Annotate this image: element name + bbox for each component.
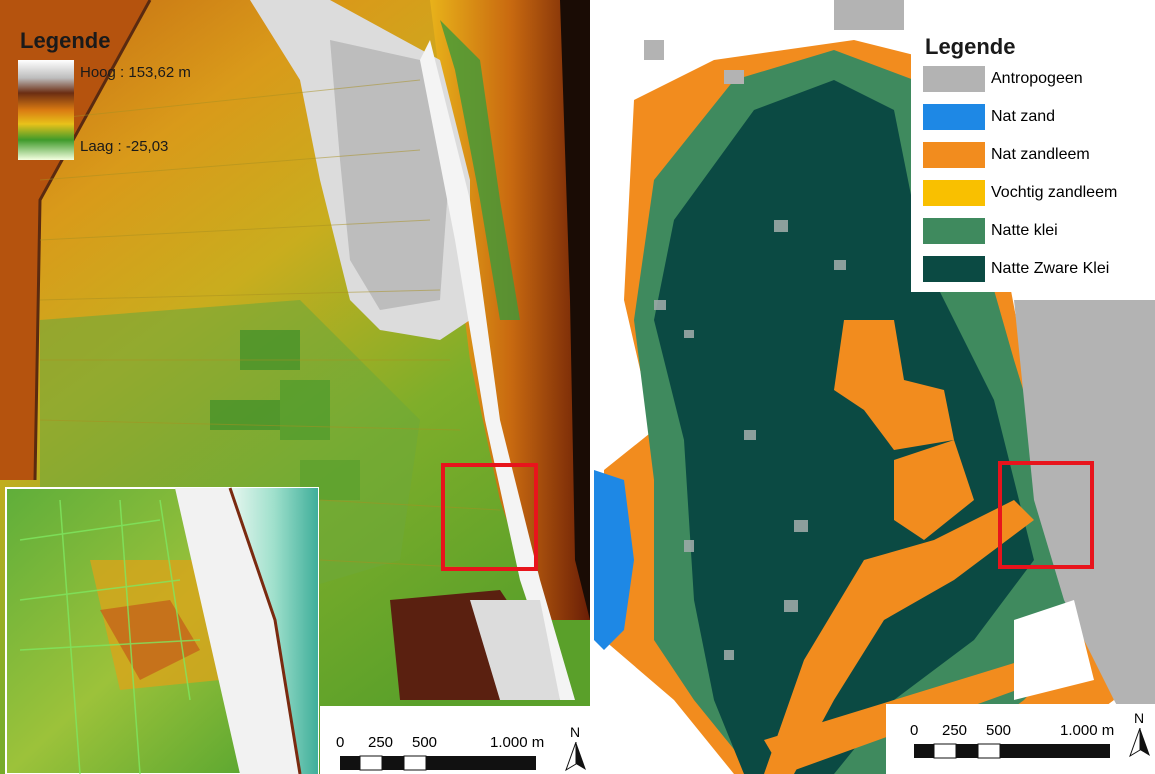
elevation-map — [0, 0, 590, 774]
legend-title: Legende — [20, 28, 111, 53]
soil-map — [594, 0, 1155, 774]
elevation-map-panel: Legende Hoog : 153,62 m Laag : -25,03 0 … — [0, 0, 590, 774]
legend-low-label: Laag : -25,03 — [80, 138, 169, 155]
focus-rectangle — [441, 463, 538, 571]
scale-tick-500: 500 — [986, 722, 1012, 739]
soil-map-panel: Legende Antropogeen Nat zand Nat zandlee… — [594, 0, 1155, 774]
legend-swatch-vochtig-zandleem — [923, 180, 985, 206]
legend-label-natte-klei: Natte klei — [991, 222, 1058, 239]
scale-tick-500: 500 — [412, 734, 438, 751]
legend-label-antropogeen: Antropogeen — [991, 70, 1083, 87]
focus-rectangle — [998, 461, 1094, 569]
legend-label-natte-zware-klei: Natte Zware Klei — [991, 260, 1110, 277]
legend-swatch-natte-klei — [923, 218, 985, 244]
north-arrow-icon — [1129, 728, 1150, 758]
scale-tick-1000: 1.000 m — [490, 734, 545, 751]
north-label: N — [570, 724, 581, 740]
north-label: N — [1134, 710, 1145, 726]
legend-high-label: Hoog : 153,62 m — [80, 64, 191, 81]
right-scale-bar: 0 250 500 1.000 m N — [886, 704, 1155, 774]
zoom-inset — [5, 487, 319, 774]
legend-swatch-nat-zandleem — [923, 142, 985, 168]
scale-tick-250: 250 — [942, 722, 968, 739]
legend-label-nat-zandleem: Nat zandleem — [991, 146, 1090, 163]
north-arrow-icon — [565, 742, 586, 772]
legend-swatch-nat-zand — [923, 104, 985, 130]
elevation-color-ramp — [18, 60, 74, 160]
scale-tick-0: 0 — [910, 722, 919, 739]
elevation-legend: Legende Hoog : 153,62 m Laag : -25,03 — [14, 26, 224, 176]
scale-bar-graphic — [914, 743, 1110, 759]
legend-label-vochtig-zandleem: Vochtig zandleem — [991, 184, 1118, 201]
legend-title: Legende — [925, 34, 1016, 59]
scale-tick-250: 250 — [368, 734, 394, 751]
left-scale-bar: 0 250 500 1.000 m N — [320, 706, 590, 774]
scale-tick-0: 0 — [336, 734, 345, 751]
scale-bar-graphic — [340, 755, 536, 771]
legend-label-nat-zand: Nat zand — [991, 108, 1056, 125]
legend-swatch-antropogeen — [923, 66, 985, 92]
scale-tick-1000: 1.000 m — [1060, 722, 1115, 739]
legend-swatch-natte-zware-klei — [923, 256, 985, 282]
soil-legend: Legende Antropogeen Nat zand Nat zandlee… — [911, 26, 1155, 292]
